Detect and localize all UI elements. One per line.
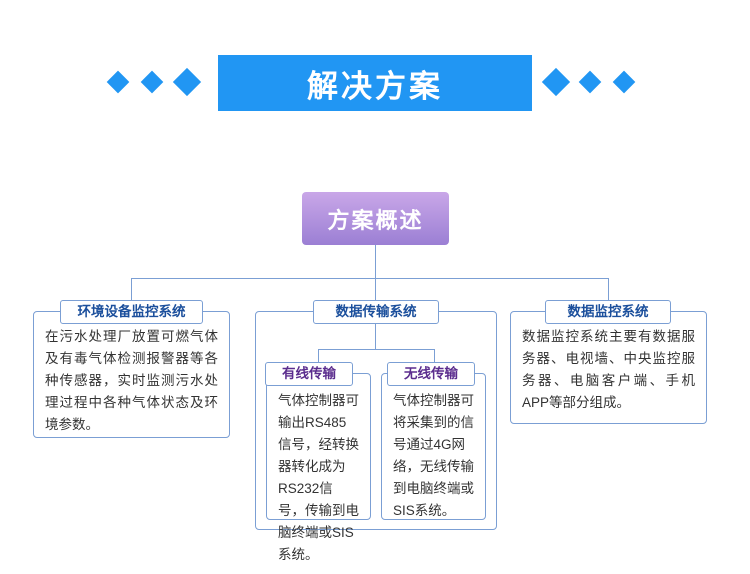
connector-transmission-stem xyxy=(375,324,376,349)
diamond-left-3 xyxy=(172,67,202,97)
connector-drop-transmission xyxy=(375,278,376,311)
diamond-right-1 xyxy=(541,67,571,97)
node-transmission-title: 数据传输系统 xyxy=(313,300,439,324)
connector-bus xyxy=(131,278,608,279)
node-environment: 在污水处理厂放置可燃气体及有毒气体检测报警器等各种传感器，实时监测污水处理过程中… xyxy=(33,311,230,438)
node-wired-title: 有线传输 xyxy=(265,362,353,386)
overview-label: 方案概述 xyxy=(327,207,424,233)
diamond-left-1 xyxy=(106,70,130,94)
node-wired: 气体控制器可输出RS485信号，经转换器转化成为RS232信号，传输到电脑终端或… xyxy=(266,373,371,562)
overview-node: 方案概述 xyxy=(302,192,449,245)
header: 解决方案 xyxy=(0,55,750,115)
diamond-left-2 xyxy=(140,70,164,94)
title-banner: 解决方案 xyxy=(218,55,532,111)
page-title: 解决方案 xyxy=(307,68,443,104)
connector-transmission-bus xyxy=(318,349,434,350)
diagram-canvas: 解决方案 方案概述 在污水处理厂放置可燃气体及有毒气体检测报警器等各种传感器，实… xyxy=(0,55,750,562)
connector-drop-env xyxy=(131,278,132,311)
node-environment-body: 在污水处理厂放置可燃气体及有毒气体检测报警器等各种传感器，实时监测污水处理过程中… xyxy=(45,329,218,432)
node-wireless-title: 无线传输 xyxy=(387,362,475,386)
node-monitor-body: 数据监控系统主要有数据服务器、电视墙、中央监控服务器、电脑客户端、手机APP等部… xyxy=(522,329,695,410)
connector-drop-wireless xyxy=(434,349,435,373)
node-monitor: 数据监控系统主要有数据服务器、电视墙、中央监控服务器、电脑客户端、手机APP等部… xyxy=(510,311,707,424)
diamond-right-2 xyxy=(578,70,602,94)
connector-drop-monitor xyxy=(608,278,609,311)
node-wireless: 气体控制器可将采集到的信号通过4G网络，无线传输到电脑终端或SIS系统。 xyxy=(381,373,486,520)
node-monitor-title: 数据监控系统 xyxy=(545,300,671,324)
node-wireless-body: 气体控制器可将采集到的信号通过4G网络，无线传输到电脑终端或SIS系统。 xyxy=(393,393,474,518)
connector-overview-stem xyxy=(375,245,376,278)
node-environment-title: 环境设备监控系统 xyxy=(60,300,203,324)
connector-drop-wired xyxy=(318,349,319,373)
diamond-right-3 xyxy=(612,70,636,94)
node-wired-body: 气体控制器可输出RS485信号，经转换器转化成为RS232信号，传输到电脑终端或… xyxy=(278,393,359,562)
